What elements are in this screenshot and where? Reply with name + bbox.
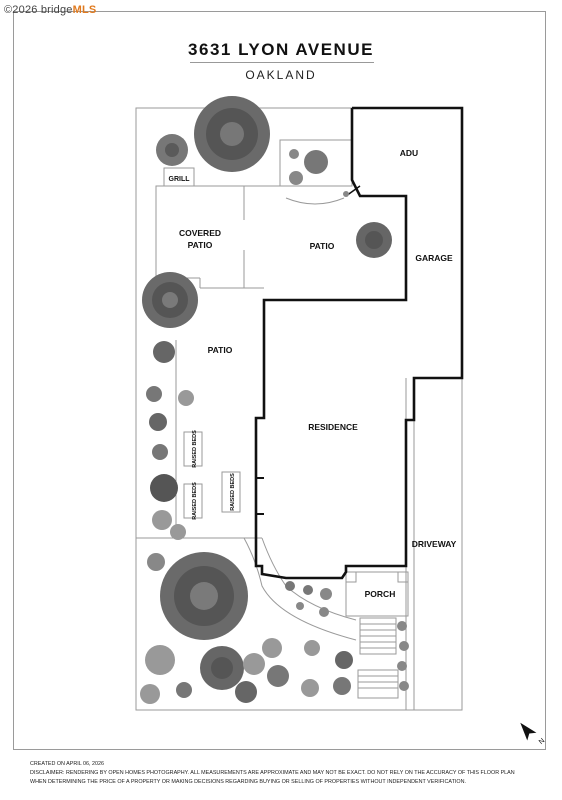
label-raised-beds-1: RAISED BEDS [192,430,198,468]
shrub-icon [140,684,160,704]
shrub-icon [356,222,392,258]
svg-text:N: N [538,737,546,746]
label-grill: GRILL [169,176,191,183]
landscaping [140,96,409,704]
shrub-icon [149,413,167,431]
shrub-icon [150,474,178,502]
shrub-icon [304,640,320,656]
shrub-icon [397,661,407,671]
shrub-icon [156,134,188,166]
shrub-icon [176,682,192,698]
shrub-icon [153,341,175,363]
shrub-icon [399,641,409,651]
page-frame [13,11,546,750]
title-divider [190,62,374,63]
shrub-icon [262,638,282,658]
shrub-icon [303,585,313,595]
label-covered-patio-2: PATIO [188,240,213,250]
shrub-icon [333,677,351,695]
shrub-icon [289,171,303,185]
watermark: ©2026 bridgeMLS [4,4,96,16]
shrub-icon [147,553,165,571]
tree-icon [200,646,244,690]
shrub-icon [243,653,265,675]
porch-outline [345,571,409,617]
label-patio-left: PATIO [208,345,233,355]
page-title: 3631 LYON AVENUE [188,40,374,59]
label-adu: ADU [400,148,418,158]
room-labels: ADU GARAGE COVERED PATIO PATIO PATIO GRI… [169,148,457,599]
shrub-icon [146,386,162,402]
tree-icon [142,272,198,328]
shrub-icon [343,191,349,197]
shrub-icon [319,607,329,617]
watermark-copyright: ©2026 bridge [4,4,73,16]
adu-garage-wall [352,106,464,538]
label-patio-upper: PATIO [310,241,335,251]
watermark-brand: MLS [72,4,97,16]
created-date: CREATED ON APRIL 06, 2026 [30,761,105,767]
tree-icon [194,96,270,172]
shrub-icon [235,681,257,703]
lower-steps [357,669,399,699]
label-residence: RESIDENCE [308,422,358,432]
shrub-icon [301,679,319,697]
footer: CREATED ON APRIL 06, 2026 DISCLAIMER: RE… [30,760,550,787]
label-driveway: DRIVEWAY [412,539,457,549]
grill-box [163,167,195,187]
raised-bed-1 [183,431,203,467]
residence-wall [254,538,408,580]
shrub-icon [397,621,407,631]
shrub-icon [320,588,332,600]
shrub-icon [304,150,328,174]
raised-bed-2 [221,471,241,513]
north-arrow-icon: N [520,722,546,746]
shrub-icon [289,149,299,159]
label-covered-patio-1: COVERED [179,228,221,238]
shrub-icon [267,665,289,687]
shrub-icon [170,524,186,540]
disclaimer-line-1: DISCLAIMER: RENDERING BY OPEN HOMES PHOT… [30,770,515,776]
lot-boundary [135,107,463,711]
label-raised-beds-3: RAISED BEDS [192,482,198,520]
label-porch: PORCH [365,589,396,599]
shrub-icon [296,602,304,610]
disclaimer-line-2: WHEN DETERMINING THE PRICE OF A PROPERTY… [30,779,467,785]
shrub-icon [285,581,295,591]
shrub-icon [335,651,353,669]
tree-icon [160,552,248,640]
label-garage: GARAGE [415,253,453,263]
shrub-icon [152,444,168,460]
shrub-icon [145,645,175,675]
shrub-icon [399,681,409,691]
raised-bed-3 [183,483,203,519]
label-raised-beds-2: RAISED BEDS [230,473,236,511]
shrub-icon [178,390,194,406]
shrub-icon [152,510,172,530]
building-walls [254,106,464,580]
page-subtitle: OAKLAND [245,68,317,82]
